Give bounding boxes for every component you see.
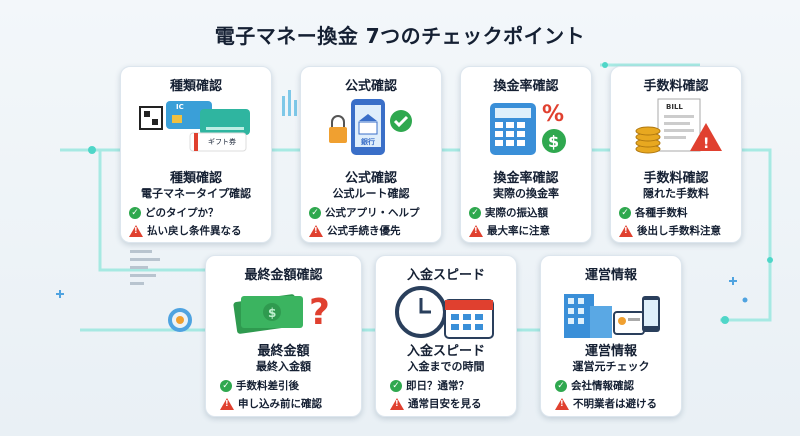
phone-bank-illustration: 銀行 <box>321 97 421 157</box>
warn-text: 申し込み前に確認 <box>238 398 322 410</box>
card-title: 公式確認 <box>344 171 397 186</box>
card-title: 運営情報 <box>584 344 637 359</box>
ok-text: 各種手数料 <box>635 207 688 219</box>
warn-row: 公式手続き優先 <box>309 223 437 238</box>
gift-label: ギフト券 <box>208 138 236 146</box>
check-icon: ✓ <box>129 206 141 219</box>
warn-text: 通常目安を見る <box>408 398 482 410</box>
card-official-check: 公式確認 銀行 公式確認 公式ルート確認 ✓ 公式アプリ・ヘルプ 公式手続き優先 <box>300 66 442 243</box>
svg-text:$: $ <box>548 132 559 151</box>
card-subtitle: 隠れた手数料 <box>643 187 709 200</box>
warning-icon <box>390 397 404 410</box>
ok-row: ✓ 即日？通常？ <box>390 378 512 393</box>
check-icon: ✓ <box>469 206 481 219</box>
svg-text:$: $ <box>268 306 276 320</box>
card-heading: 運営情報 <box>584 268 637 283</box>
card-operator-info: 運営情報 運営情報 運営元チェック ✓ 会社情報確認 不明業者は避ける <box>540 255 682 417</box>
check-icon: ✓ <box>555 379 567 392</box>
ok-row: ✓ 手数料差引後 <box>220 378 357 393</box>
card-title: 手数料確認 <box>643 171 709 186</box>
warning-icon <box>619 224 633 237</box>
card-fee-check: 手数料確認 ! BILL 手数料確認 隠れた手数料 ✓ 各種手数料 後出し手数料注… <box>610 66 742 243</box>
card-subtitle: 運営元チェック <box>572 360 650 373</box>
warn-row: 後出し手数料注意 <box>619 223 737 238</box>
card-final-amount: 最終金額確認 $ ? 最終金額 最終入金額 ✓ 手数料差引後 申し込み前に確認 <box>205 255 362 417</box>
svg-text:%: % <box>542 102 564 127</box>
warning-icon <box>129 224 143 237</box>
warn-text: 不明業者は避ける <box>573 398 657 410</box>
ok-text: 会社情報確認 <box>571 380 634 392</box>
card-heading: 種類確認 <box>169 79 222 94</box>
clock-calendar-illustration <box>391 284 501 340</box>
card-title: 換金率確認 <box>493 171 559 186</box>
ok-text: どのタイプか？ <box>145 207 219 219</box>
warn-row: 最大率に注意 <box>469 223 587 238</box>
ok-row: ✓ 会社情報確認 <box>555 378 677 393</box>
ok-text: 公式アプリ・ヘルプ <box>325 207 420 219</box>
check-icon: ✓ <box>390 379 402 392</box>
warning-icon <box>555 397 569 410</box>
card-subtitle: 入金までの時間 <box>407 360 485 373</box>
ok-row: ✓ 各種手数料 <box>619 205 737 220</box>
card-title: 入金スピード <box>406 344 485 359</box>
calculator-illustration: % $ <box>476 97 576 157</box>
qr-card-gift-illustration: IC ギフト券 <box>136 97 256 153</box>
svg-text:!: ! <box>703 136 709 152</box>
check-icon: ✓ <box>309 206 321 219</box>
building-phone-illustration <box>556 284 666 340</box>
warn-row: 申し込み前に確認 <box>220 396 357 411</box>
check-icon: ✓ <box>619 206 631 219</box>
ok-row: ✓ どのタイプか？ <box>129 205 267 220</box>
card-deposit-speed: 入金スピード 入金スピード 入金までの時間 ✓ 即日？通常？ 通常目安を見る <box>375 255 517 417</box>
svg-text:?: ? <box>309 292 330 333</box>
card-subtitle: 公式ルート確認 <box>332 187 410 200</box>
card-type-check: 種類確認 IC ギフト券 種類確認 電子マネータイプ確認 ✓ どのタイプか？ 払い… <box>120 66 272 243</box>
page-title: 電子マネー換金 7つのチェックポイント <box>214 24 586 48</box>
card-subtitle: 電子マネータイプ確認 <box>141 187 251 200</box>
money-question-illustration: $ ? <box>229 284 339 334</box>
warn-text: 公式手続き優先 <box>327 225 401 237</box>
warn-text: 最大率に注意 <box>487 225 550 237</box>
ok-row: ✓ 公式アプリ・ヘルプ <box>309 205 437 220</box>
ic-label: IC <box>176 103 184 111</box>
card-heading: 公式確認 <box>344 79 397 94</box>
card-heading: 最終金額確認 <box>244 268 323 283</box>
ok-text: 手数料差引後 <box>236 380 299 392</box>
bill-label: BILL <box>666 103 683 111</box>
bill-coins-illustration: ! BILL <box>626 97 726 157</box>
warn-row: 不明業者は避ける <box>555 396 677 411</box>
card-subtitle: 実際の換金率 <box>493 187 559 200</box>
card-title: 最終金額 <box>257 344 310 359</box>
card-subtitle: 最終入金額 <box>256 360 311 373</box>
warn-text: 後出し手数料注意 <box>637 225 721 237</box>
card-heading: 換金率確認 <box>493 79 559 94</box>
warn-text: 払い戻し条件異なる <box>147 225 242 237</box>
warning-icon <box>220 397 234 410</box>
ok-text: 即日？通常？ <box>406 380 469 392</box>
bank-label: 銀行 <box>361 138 375 146</box>
warning-icon <box>309 224 323 237</box>
card-heading: 入金スピード <box>406 268 485 283</box>
warn-row: 通常目安を見る <box>390 396 512 411</box>
card-heading: 手数料確認 <box>643 79 709 94</box>
ok-row: ✓ 実際の振込額 <box>469 205 587 220</box>
card-rate-check: 換金率確認 % $ 換金率確認 実際の換金率 ✓ 実際の振込額 最大率に注意 <box>460 66 592 243</box>
warning-icon <box>469 224 483 237</box>
ok-text: 実際の振込額 <box>485 207 548 219</box>
check-icon: ✓ <box>220 379 232 392</box>
warn-row: 払い戻し条件異なる <box>129 223 267 238</box>
card-title: 種類確認 <box>169 171 222 186</box>
